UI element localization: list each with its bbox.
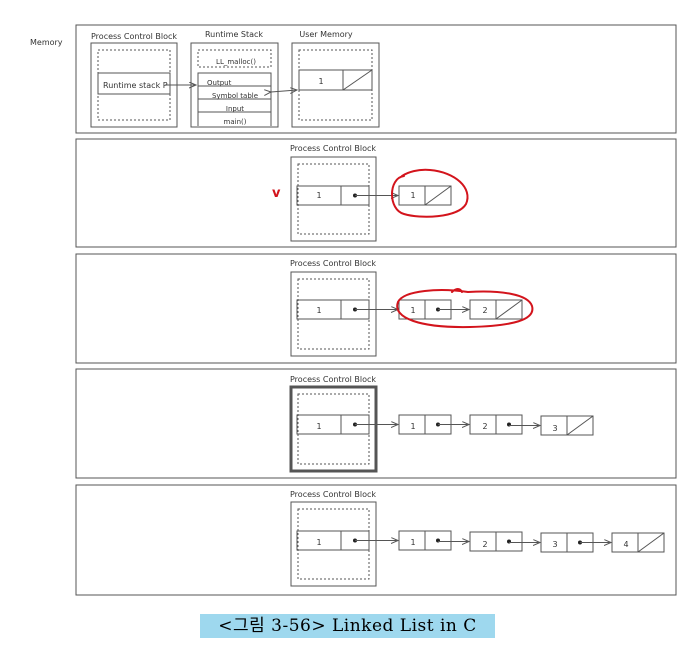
pcb-runtime-slot	[97, 72, 171, 95]
memory-label: Memory	[30, 38, 63, 47]
user-memory-node-value: 1	[318, 77, 324, 86]
pcb-box-step-4	[290, 501, 377, 587]
annotation-check-mark: v	[272, 186, 281, 201]
figure-caption: <그림 3-56> Linked List in C	[200, 614, 495, 638]
node-next-cell-s3-n3	[566, 415, 594, 436]
node-value-s2-n2: 2	[482, 306, 488, 315]
stack-frame-output: Output	[207, 79, 232, 87]
node-null-slash-s1-n1	[424, 185, 452, 206]
pcb-box-step-1	[290, 156, 377, 242]
step-panel-frame-4	[75, 484, 677, 596]
pcb-inner-step-4	[297, 508, 370, 580]
node-value-s3-n1: 1	[410, 422, 416, 431]
pcb-inner-step-3	[297, 393, 370, 465]
node-next-cell-s3-n2	[495, 414, 523, 435]
pcb-runtime-slot-label: Runtime stack P	[103, 81, 168, 90]
pcb-inner-step-1	[297, 163, 370, 235]
node-null-slash-s4-n4	[637, 532, 665, 553]
node-null-slash-s3-n3	[566, 415, 594, 436]
pcb-inner-step-2	[297, 278, 370, 350]
step-panel-frame-2	[75, 253, 677, 364]
user-memory-null-slash	[342, 69, 373, 91]
annotation-circle-step-1	[391, 168, 469, 218]
pcb-title-step-2: Process Control Block	[290, 259, 376, 268]
pcb-box-step-2	[290, 271, 377, 357]
annotation-ellipse-step-2	[396, 288, 534, 329]
head-value-step-2: 1	[316, 306, 322, 315]
node-value-s4-n3: 3	[552, 540, 558, 549]
pcb-title-step-1: Process Control Block	[290, 144, 376, 153]
node-next-cell-s2-n2	[495, 299, 523, 320]
stack-frame-ll-malloc: LL_malloc()	[216, 58, 256, 66]
pcb-title-step-4: Process Control Block	[290, 490, 376, 499]
user-memory-inner	[298, 49, 373, 121]
head-value-step-3: 1	[316, 422, 322, 431]
step-panel-frame-3	[75, 368, 677, 479]
user-memory-box	[291, 42, 380, 128]
user-memory-title: User Memory	[299, 30, 353, 39]
node-value-s3-n3: 3	[552, 424, 558, 433]
user-memory-node-next	[342, 69, 373, 91]
node-value-s4-n1: 1	[410, 538, 416, 547]
head-value-step-4: 1	[316, 538, 322, 547]
node-next-cell-s4-n2	[495, 531, 523, 552]
node-next-cell-s4-n4	[637, 532, 665, 553]
node-null-slash-s2-n2	[495, 299, 523, 320]
stack-frame-input: Input	[225, 105, 245, 113]
pcb-title-step-3: Process Control Block	[290, 375, 376, 384]
node-value-s4-n2: 2	[482, 540, 488, 549]
node-value-s2-n1: 1	[410, 306, 416, 315]
runtime-stack-title: Runtime Stack	[204, 30, 264, 39]
head-value-step-1: 1	[316, 191, 322, 200]
node-value-s3-n2: 2	[482, 422, 488, 431]
arrow-stack-to-heap	[271, 90, 297, 92]
stack-frame-main: main()	[223, 118, 247, 126]
node-value-s4-n4: 4	[623, 540, 629, 549]
node-value-s1-n1: 1	[410, 191, 416, 200]
memory-panel-frame	[75, 24, 677, 134]
stack-frame-symbol-table: Symbol table	[211, 92, 259, 100]
stack-frame-ll-malloc-box	[197, 49, 272, 68]
runtime-stack-box	[190, 42, 279, 128]
step-panel-frame-1	[75, 138, 677, 248]
node-next-cell-s1-n1	[424, 185, 452, 206]
pcb-title-top: Process Control Block	[91, 32, 177, 41]
node-next-cell-s4-n1	[424, 530, 452, 551]
pcb-box-step-3	[289, 385, 378, 473]
